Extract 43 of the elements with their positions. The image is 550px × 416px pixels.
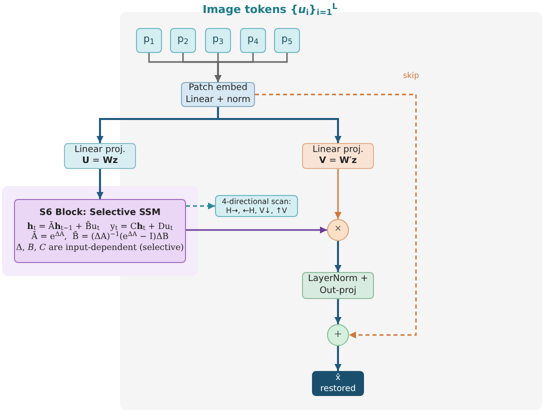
node-label: p$_{4}$: [247, 34, 259, 47]
edge-label: skip: [402, 70, 420, 82]
node-label: LayerNorm + Out-proj: [306, 274, 370, 297]
patch-box: [274, 28, 300, 53]
node-label: p$_{3}$: [212, 34, 224, 47]
formula-text: Ā = e$^{ΔA}$, B̄ = (ΔA)$^{−1}$(e$^{ΔA}$ − I)ΔB: [31, 232, 169, 243]
node-label: x̂: [335, 372, 341, 384]
arrow: [217, 107, 342, 143]
block-box: [14, 199, 186, 263]
arrow: [96, 169, 104, 199]
arrow: [334, 169, 342, 219]
output-box: [312, 371, 364, 396]
patch-box: [170, 28, 196, 53]
block-heading: S6 Block: Selective SSM: [39, 208, 161, 220]
node-label: p$_{5}$: [281, 34, 293, 47]
arrow: [214, 53, 288, 82]
formula-text: Δ, B, C are input-dependent (selective): [16, 242, 184, 254]
node-label: p$_{1}$: [143, 34, 155, 47]
note-box: [215, 195, 298, 217]
node-label: U = Wz: [82, 156, 118, 168]
node-label: Linear + norm: [186, 94, 250, 106]
node-label: Linear proj.: [74, 144, 126, 156]
arrow: [334, 299, 342, 324]
patch-box: [136, 28, 162, 53]
arrow: [334, 346, 342, 371]
node-label: V = W′z: [319, 156, 357, 168]
dashed-arrow: [186, 202, 215, 210]
patch-box: [240, 28, 266, 53]
node-label: restored: [320, 384, 356, 394]
node-label: p$_{2}$: [177, 34, 189, 47]
node-label: Patch embed: [188, 83, 248, 94]
formula-text: h$_{t}$ = Āh$_{t−1}$ + B̄u$_{t}$ y$_{t}$ = Ch$_{t}$ + Du$_{t}$: [27, 222, 173, 232]
node-label: ×: [334, 224, 342, 236]
process-box: [302, 143, 374, 169]
node-label: Linear proj.: [312, 144, 364, 156]
arrow: [334, 241, 342, 272]
dashed-arrow: [255, 94, 417, 338]
process-box: [302, 272, 374, 299]
patch-box: [205, 28, 231, 53]
arrow: [186, 226, 327, 234]
node-label: +: [334, 328, 342, 342]
process-box: [181, 82, 255, 107]
process-box: [64, 143, 136, 169]
